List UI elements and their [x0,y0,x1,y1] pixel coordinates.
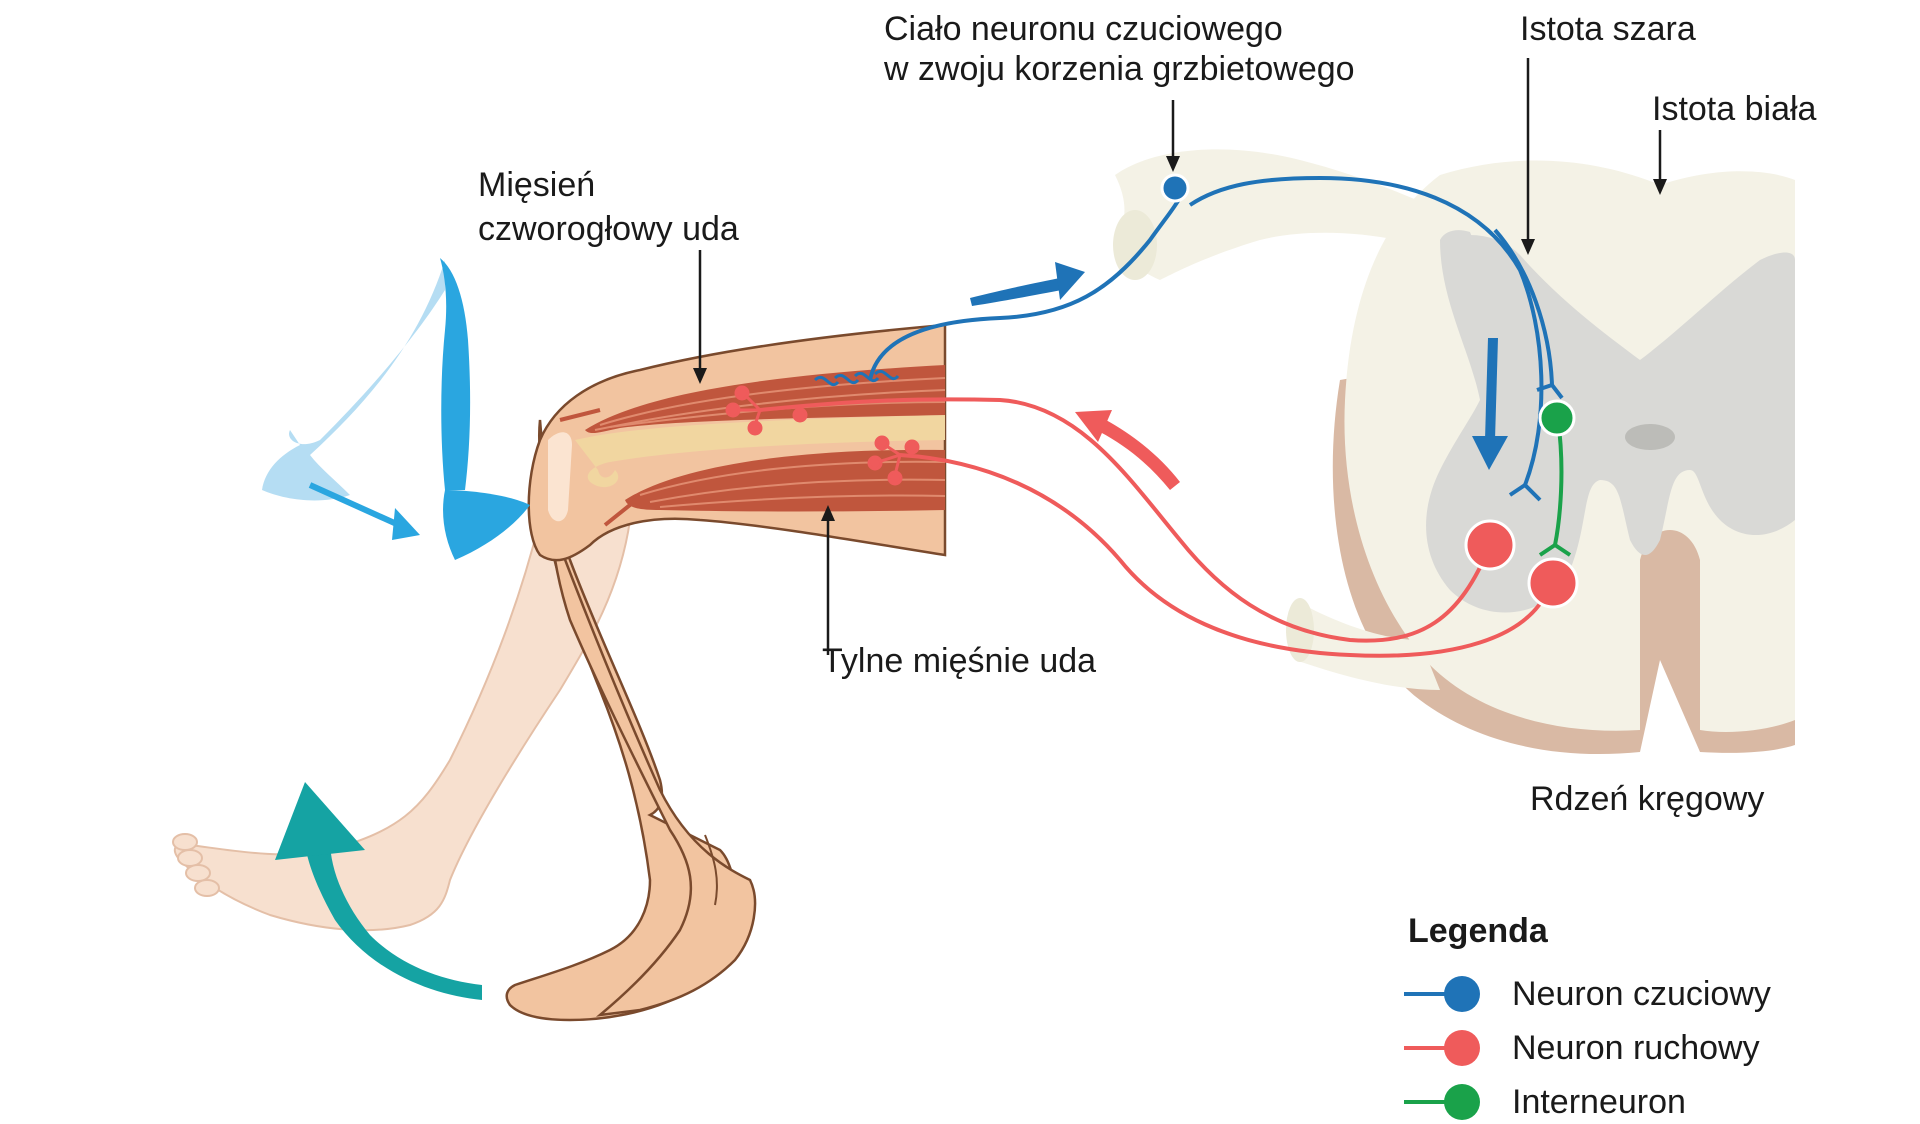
kick-arrow [275,782,482,1000]
legend-item-sensory: Neuron czuciowy [1404,972,1771,1016]
kneecap [548,432,572,522]
afferent-arrow [970,278,1062,306]
legend-dot-sensory [1444,976,1480,1012]
signal-arrows [970,262,1508,490]
hammer-head [443,490,530,560]
pointer-gray-head [1521,239,1535,255]
hamstring-striations [639,460,946,508]
reflex-hammer [262,258,530,560]
pointers [693,58,1667,655]
hamstring-tendon [603,495,642,527]
hammer-motion-arrow [308,482,412,533]
cell-body-label-line2: w zwoju korzenia grzbietowego [884,50,1355,88]
motor-endplates-hamstring [867,435,920,486]
legend-line-interneuron [1404,1084,1480,1120]
afferent-arrowhead [1055,262,1085,300]
legend-dot-interneuron [1444,1084,1480,1120]
quadriceps-label-line1: Mięsień [478,166,596,204]
dorsal-root [1115,149,1460,280]
thigh [527,323,947,562]
hammer-motion-arrowhead [392,508,420,540]
kick-arrow-body [305,840,482,1000]
descending-arrowhead [1472,436,1508,470]
interneuron-cell-body [1538,399,1576,437]
leg-ghost [173,519,632,932]
white-matter-label: Istota biała [1652,90,1817,128]
sensory-synapse-2 [1536,382,1564,400]
neuron-bodies [1160,173,1579,609]
legs [172,419,757,1022]
sensory-central-branch [1188,175,1544,486]
motor-neuron-body-2 [1527,557,1579,609]
central-canal [1625,424,1675,450]
sensory-to-interneuron [1493,228,1554,386]
legend-title: Legenda [1408,912,1548,950]
dorsal-root-end [1113,210,1157,280]
gray-tip [1440,230,1478,252]
spinal-cord-label: Rdzeń kręgowy [1530,780,1765,818]
muscle-spindle [813,370,900,386]
femur-tendon [575,415,945,488]
pointer-quadriceps-head [693,368,707,384]
efferent-arrowhead [1075,410,1112,442]
lower-leg [548,519,757,1017]
hammer-ghost [262,260,445,501]
legend-label-interneuron: Interneuron [1512,1082,1686,1121]
sensory-axon [868,188,1183,381]
pointer-white-head [1653,179,1667,195]
motor-axon-quadriceps [759,397,1492,643]
hamstrings-label: Tylne mięśnie uda [822,642,1097,680]
sensory-cell-body [1160,173,1190,203]
efferent-arrow [1100,420,1180,490]
sensory-synapse-1 [1508,482,1542,502]
nerves [725,175,1572,658]
ankle-line [704,834,718,906]
ghost-toes [172,833,220,897]
ventral-root [1295,600,1440,690]
legend-label-motor: Neuron ruchowy [1512,1028,1760,1067]
descending-arrow [1485,338,1498,440]
pointer-cell-body-head [1166,156,1180,172]
legend-item-motor: Neuron ruchowy [1404,1026,1760,1070]
interneuron-axon [1553,419,1564,546]
cell-body-label-line1: Ciało neuronu czuciowego [884,10,1283,48]
legend-dot-motor [1444,1030,1480,1066]
hammer-handle [440,258,471,490]
kick-arrow-head [275,782,365,860]
spinal-cord [1113,149,1795,755]
legend-line-motor [1404,1030,1480,1066]
motor-endplates-quadriceps [725,385,808,436]
motor-neuron-body-1 [1464,519,1516,571]
legend-label-sensory: Neuron czuciowy [1512,974,1771,1013]
pointer-hamstrings-head [821,505,835,521]
motor-axon-hamstring [899,453,1552,658]
patellar-tendon [559,408,601,422]
quadriceps-label-line2: czworogłowy uda [478,210,739,248]
interneuron-synapse [1538,542,1572,557]
gray-matter [1426,235,1795,613]
legend-line-sensory [1404,976,1480,1012]
gray-matter-label: Istota szara [1520,10,1696,48]
legend-item-interneuron: Interneuron [1404,1080,1686,1124]
